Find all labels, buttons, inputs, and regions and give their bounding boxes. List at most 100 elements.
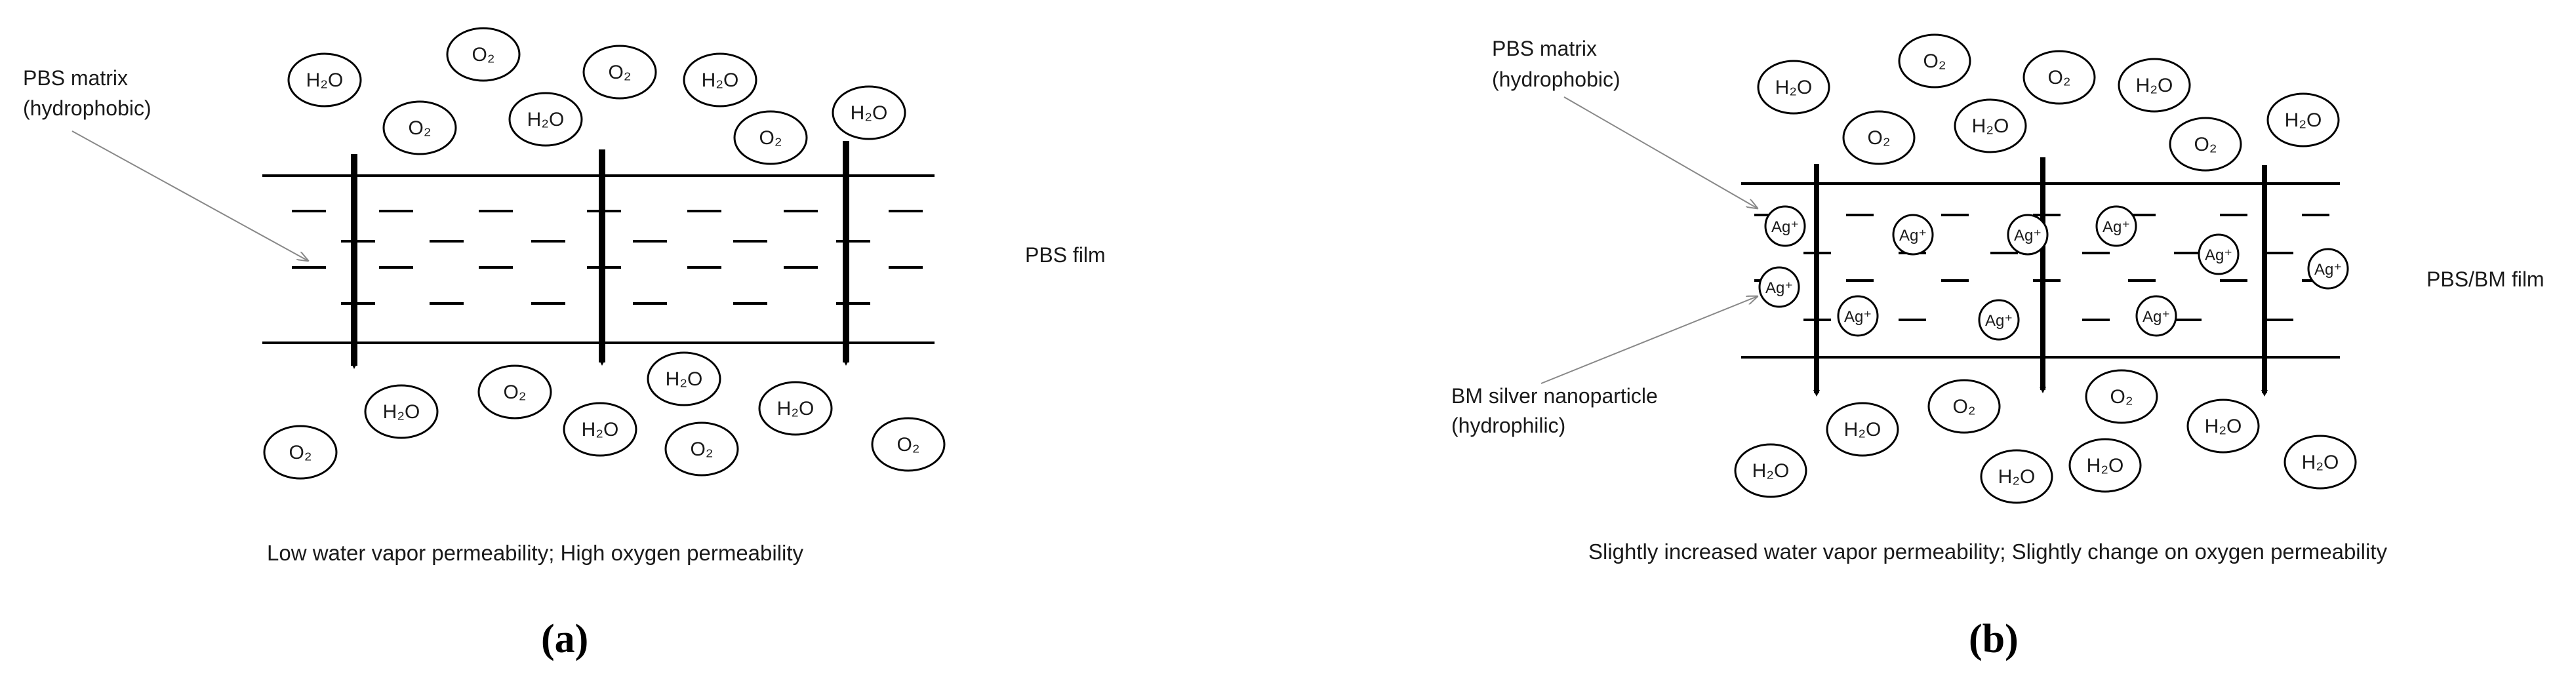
panel-b-silver-nanoparticles: Ag⁺Ag⁺Ag⁺Ag⁺Ag⁺Ag⁺Ag⁺Ag⁺Ag⁺Ag⁺: [1758, 205, 2349, 341]
panel-b-nanoparticle-label-line1: BM silver nanoparticle: [1451, 384, 1658, 408]
silver-nanoparticle: Ag⁺: [2307, 248, 2349, 290]
silver-nanoparticle-outline: [2198, 233, 2240, 275]
panel-b-molecule-label: H₂O: [1844, 419, 1882, 440]
panel-a-molecule: H₂O: [563, 402, 637, 457]
silver-nanoparticle-outline: [2135, 295, 2177, 337]
panel-a-molecule: O₂: [871, 417, 946, 472]
panel-a-molecule: H₂O: [287, 52, 362, 107]
panel-b-molecule: O₂: [2169, 117, 2242, 172]
panel-b-molecule-label: H₂O: [2285, 109, 2322, 131]
silver-nanoparticle: Ag⁺: [1837, 295, 1879, 337]
panel-b-molecule-outline: [2266, 92, 2340, 147]
silver-nanoparticle: Ag⁺: [2135, 295, 2177, 337]
panel-b-molecule: H₂O: [1954, 98, 2027, 153]
panel-b-molecule-label: H₂O: [1972, 115, 2009, 137]
panel-a-molecule-outline: [664, 421, 739, 477]
panel-b-molecule: O₂: [1842, 110, 1916, 165]
panel-a-molecule-outline: [364, 384, 439, 439]
panel-a-molecule: H₂O: [832, 85, 906, 140]
panel-a-molecule: O₂: [664, 421, 739, 477]
silver-nanoparticle: Ag⁺: [1758, 266, 1800, 308]
panel-a-molecule: O₂: [446, 27, 521, 82]
panel-a-molecule-label: H₂O: [851, 102, 888, 124]
panel-a-molecule: H₂O: [364, 384, 439, 439]
panel-a-molecule-label: O₂: [897, 434, 920, 456]
panel-b-molecule-outline: [1980, 449, 2053, 504]
panel-b-molecule-outline: [1826, 402, 1899, 457]
panel-a-molecule: O₂: [382, 100, 457, 155]
panel-a-molecule-outline: [446, 27, 521, 82]
silver-nanoparticle: Ag⁺: [2095, 205, 2137, 247]
panel-a-molecule-outline: [508, 92, 583, 147]
panel-b-molecule-label: H₂O: [2136, 75, 2173, 96]
silver-ion-label: Ag⁺: [1985, 312, 2013, 330]
panel-b-molecule: H₂O: [2186, 399, 2260, 454]
panel-b-molecule-outline: [2186, 399, 2260, 454]
panel-b-molecule-label: H₂O: [1775, 77, 1813, 98]
panel-b-molecule-label: O₂: [1868, 127, 1891, 149]
silver-ion-label: Ag⁺: [1844, 308, 1872, 326]
panel-a-caption: Low water vapor permeability; High oxyge…: [267, 541, 804, 565]
panel-a-molecule-label: O₂: [472, 44, 495, 66]
panel-a-molecule-outline: [683, 52, 757, 107]
panel-a-molecule-outline: [287, 52, 362, 107]
panel-a-molecule: O₂: [733, 110, 808, 165]
silver-nanoparticle: Ag⁺: [1978, 299, 2020, 341]
silver-ion-label: Ag⁺: [1771, 218, 1799, 236]
panel-a-label: (a): [541, 617, 588, 661]
silver-ion-label: Ag⁺: [2143, 308, 2170, 326]
panel-b-molecule: H₂O: [2266, 92, 2340, 147]
panel-b-molecule: H₂O: [2118, 58, 2191, 113]
silver-ion-label: Ag⁺: [2014, 227, 2042, 244]
silver-nanoparticle: Ag⁺: [1764, 205, 1806, 247]
panel-a-molecule-outline: [871, 417, 946, 472]
panel-b-molecules-top: H₂O O₂ O₂ H₂O O₂ H₂O O₂ H₂O: [1757, 33, 2340, 172]
panel-b-matrix-label-line1: PBS matrix: [1492, 37, 1597, 60]
panel-a-molecule-label: H₂O: [777, 398, 815, 420]
panel-b-molecule: O₂: [2023, 50, 2096, 105]
panel-a-molecule-outline: [832, 85, 906, 140]
silver-nanoparticle-outline: [2307, 248, 2349, 290]
panel-a-molecule-outline: [733, 110, 808, 165]
panel-b-molecule-label: O₂: [1923, 50, 1946, 72]
panel-b-molecule: O₂: [2085, 369, 2158, 424]
panel-a-molecule-label: H₂O: [527, 109, 565, 130]
silver-nanoparticle-outline: [2007, 214, 2049, 256]
panel-a-molecule-outline: [263, 425, 338, 480]
panel-a-molecule-label: O₂: [691, 439, 714, 460]
panel-a-molecule-outline: [758, 381, 833, 436]
panel-b-molecule: H₂O: [2284, 435, 2357, 490]
silver-ion-label: Ag⁺: [2314, 261, 2342, 279]
silver-nanoparticle-outline: [2095, 205, 2137, 247]
panel-b-molecule-outline: [1734, 443, 1807, 498]
panel-a-molecule-label: H₂O: [702, 69, 739, 91]
panel-a-molecule-outline: [582, 45, 657, 100]
panel-a-molecule: H₂O: [647, 351, 721, 406]
panel-b-molecule-outline: [2169, 117, 2242, 172]
silver-nanoparticle-outline: [1892, 214, 1934, 256]
silver-nanoparticle-outline: [1837, 295, 1879, 337]
panel-b-matrix-pointer: [1563, 96, 1758, 208]
panel-b-molecule-outline: [1898, 33, 1971, 88]
silver-nanoparticle-outline: [1978, 299, 2020, 341]
panel-a-molecule-label: H₂O: [306, 69, 344, 91]
panel-b-molecule: H₂O: [1826, 402, 1899, 457]
panel-a-molecule-label: H₂O: [383, 401, 420, 423]
panel-a-matrix-label-line1: PBS matrix: [23, 66, 128, 90]
panel-b-molecule: H₂O: [2068, 438, 2142, 493]
panel-b-molecule-outline: [2284, 435, 2357, 490]
panel-b-molecule-outline: [1954, 98, 2027, 153]
panel-b-molecule-outline: [2085, 369, 2158, 424]
panel-a-molecule: H₂O: [683, 52, 757, 107]
silver-ion-label: Ag⁺: [2103, 218, 2130, 236]
silver-ion-label: Ag⁺: [1765, 279, 1793, 297]
silver-ion-label: Ag⁺: [2205, 246, 2232, 264]
panel-a-molecule-outline: [647, 351, 721, 406]
panel-b-molecule-outline: [2118, 58, 2191, 113]
panel-b-molecule-label: O₂: [2194, 134, 2217, 155]
panel-b-label: (b): [1969, 617, 2019, 661]
